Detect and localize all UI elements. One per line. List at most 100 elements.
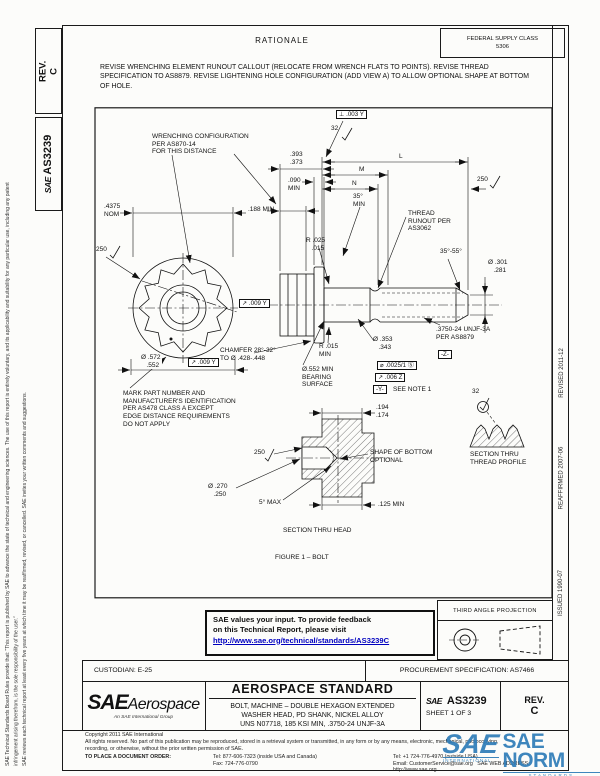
third-angle-projection-box: THIRD ANGLE PROJECTION <box>437 600 553 660</box>
procurement-text: PROCUREMENT SPECIFICATION: AS7466 <box>399 667 535 674</box>
title-cell-divider-1 <box>205 681 206 730</box>
revised-date-text: REVISED 2011-12 <box>558 347 565 398</box>
figure-label: 32 <box>331 125 339 132</box>
figure-label: .188 MIN <box>248 206 275 213</box>
info-row-divider <box>365 660 366 681</box>
optional-bottom-shape <box>325 446 334 470</box>
sae-norm-watermark: SAE INTERNATIONAL SAE NORM STANDARDS <box>440 729 600 776</box>
order-label: TO PLACE A DOCUMENT ORDER: <box>85 753 172 760</box>
front-view-centerlines <box>128 253 238 363</box>
title-line-3: UNS N07718, 185 KSI MIN, .3750-24 UNJF-3… <box>240 721 385 729</box>
figure-label: R .015 MIN <box>319 343 339 358</box>
figure-label: 32 <box>472 388 480 395</box>
reaffirmed-date-text: REAFFIRMED 2007-06 <box>558 446 565 509</box>
figure-label: 35° MIN <box>353 193 365 208</box>
figure-label: .4375 NOM <box>104 203 121 218</box>
figure-label: ↗ .009 Y <box>188 358 219 368</box>
figure-label: ⊥ .003 Y <box>336 110 367 120</box>
feedback-line2: on this Technical Report, please visit <box>213 625 347 635</box>
title-cell-divider-3 <box>500 681 501 730</box>
email-address: Email: CustomerService@sae.org <box>393 760 473 767</box>
figure-label: R .025 .015 <box>306 237 326 252</box>
doc-number-tab: SAE AS3239 <box>35 117 62 211</box>
procurement-cell: PROCUREMENT SPECIFICATION: AS7466 <box>365 660 569 681</box>
figure-label: ↗ .009 Y <box>239 299 270 309</box>
figure-label: 5° MAX <box>259 499 282 506</box>
figure-label: M <box>358 166 366 174</box>
figure-label: 250 <box>254 449 265 456</box>
web-address: SAE WEB ADDRESS: http://www.sae.org <box>393 760 530 774</box>
figure-label: Ø .301 .281 <box>488 259 508 274</box>
sae-aerospace-logo: SAEAerospace An SAE International Group <box>82 681 205 730</box>
footer-legal: Copyright 2011 SAE International All rig… <box>85 732 553 774</box>
rev-cell-label: REV. <box>524 694 545 705</box>
figure-label: .090 MIN <box>288 177 301 192</box>
custodian-text: CUSTODIAN: E-25 <box>94 667 153 674</box>
figure-label: MARK PART NUMBER AND MANUFACTURER'S IDEN… <box>123 390 236 428</box>
figure-label: SECTION THRU HEAD <box>283 527 352 534</box>
figure-label: .194 .174 <box>376 404 389 419</box>
standard-title-cell: AEROSPACE STANDARD BOLT, MACHINE – DOUBL… <box>205 681 420 730</box>
fsc-label: FEDERAL SUPPLY CLASS <box>466 35 539 42</box>
left-margin-disclaimer: SAE Technical Standards Board Rules prov… <box>4 170 28 766</box>
issued-date-text: ISSUED 1990-07 <box>558 569 565 616</box>
finish-250-front-icon <box>109 245 121 259</box>
watermark-international-text: INTERNATIONAL <box>443 756 499 763</box>
sae-logo-text: SAE <box>87 691 128 714</box>
third-angle-projection-icon <box>449 625 541 655</box>
figure-label: Ø .353 .343 <box>373 336 393 351</box>
watermark-standards-text: STANDARDS <box>502 771 600 776</box>
figure-1-bolt-drawing: WRENCHING CONFIGURATION PER AS870-14 FOR… <box>40 107 553 600</box>
figure-label: .393 .373 <box>290 151 303 166</box>
figure-label: 250 <box>477 176 488 183</box>
title-row-top-border <box>82 681 569 682</box>
figure-label: 35°-55° <box>440 248 462 255</box>
tel-inside: Tel: 877-606-7323 (inside USA and Canada… <box>213 753 317 760</box>
title-block-left-border <box>82 660 83 730</box>
figure-label: FIGURE 1 – BOLT <box>275 554 329 561</box>
section-thru-head <box>286 408 390 510</box>
feedback-box: SAE values your input. To provide feedba… <box>205 610 435 656</box>
finish-32-head-icon <box>341 127 353 141</box>
issued-date-vertical: ISSUED 1990-07 <box>553 545 570 640</box>
figure-label: L <box>398 153 404 161</box>
figure-label: CHAMFER 28°-32° TO Ø .428-.448 <box>220 347 276 362</box>
finish-250-section-icon <box>264 448 275 462</box>
logo-tagline: An SAE International Group <box>113 715 174 720</box>
doc-number-cell: SAE AS3239 SHEET 1 OF 3 <box>420 681 500 730</box>
figure-label: SECTION THRU THREAD PROFILE <box>470 451 527 466</box>
rev-tab-value: C <box>48 67 60 75</box>
disclaimer-text-1: SAE Technical Standards Board Rules prov… <box>5 182 20 766</box>
figure-label: WRENCHING CONFIGURATION PER AS870-14 FOR… <box>152 133 249 156</box>
section-head-dimensions <box>309 408 375 510</box>
figure-label: SHAPE OF BOTTOM OPTIONAL <box>370 449 433 464</box>
info-row-top-border <box>82 660 569 661</box>
figure-label: N <box>351 180 358 188</box>
section-thru-thread-profile <box>469 424 525 448</box>
revised-date-vertical: REVISED 2011-12 <box>553 325 570 420</box>
reaffirmed-date-vertical: REAFFIRMED 2007-06 <box>553 425 570 530</box>
rationale-title: RATIONALE <box>255 36 309 45</box>
standard-type-heading: AEROSPACE STANDARD <box>209 682 416 699</box>
figure-label: THREAD RUNOUT PER AS3062 <box>408 210 451 233</box>
figure-label: ↗ .006 Z <box>375 373 406 383</box>
main-frame <box>62 25 569 771</box>
fax-number: Fax: 724-776-0790 <box>213 760 258 767</box>
figure-label: Ø.552 MIN BEARING SURFACE <box>302 366 334 389</box>
watermark-sae-logo: SAE <box>440 729 501 759</box>
doc-number-sae-logo: SAE <box>426 695 442 706</box>
figure-label: -Y- <box>373 385 387 395</box>
bolt-drawing-geometry <box>94 107 553 599</box>
rev-tab-label: REV. <box>37 60 49 82</box>
leader-lines <box>105 120 497 501</box>
feedback-link[interactable]: http://www.sae.org/technical/standards/A… <box>213 635 390 645</box>
feedback-line1: SAE values your input. To provide feedba… <box>213 615 372 624</box>
title-line-1: BOLT, MACHINE – DOUBLE HEXAGON EXTENDED <box>230 702 395 710</box>
custodian-cell: CUSTODIAN: E-25 <box>82 660 365 681</box>
front-view-double-hex-head <box>128 253 238 363</box>
figure-label: 250 <box>96 246 107 253</box>
figure-label: SEE NOTE 1 <box>393 386 432 393</box>
title-cell-divider-2 <box>420 681 421 730</box>
watermark-norm-text: SAE NORM <box>502 730 566 772</box>
